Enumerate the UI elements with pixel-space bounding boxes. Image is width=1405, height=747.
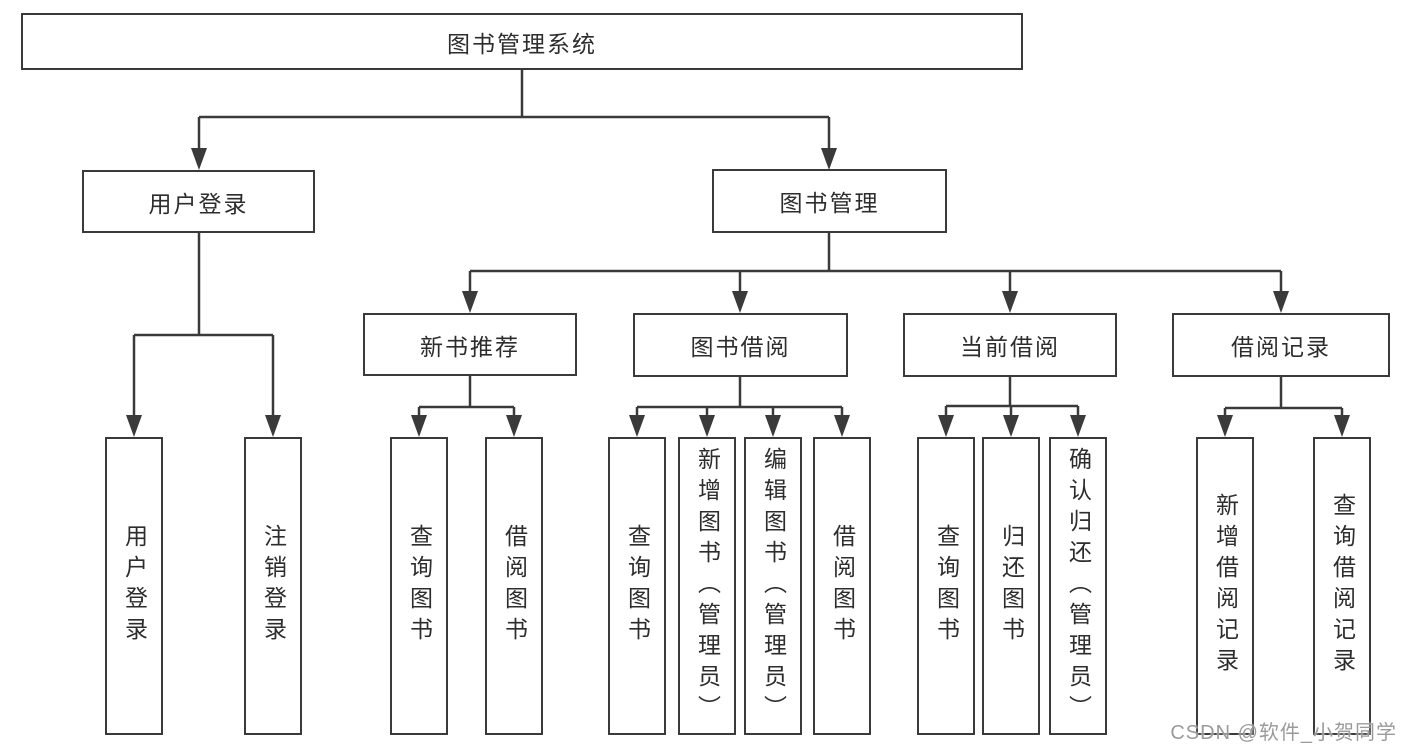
leaf-query-books-borrow: 查询图书 xyxy=(608,437,666,735)
leaf-confirm-return-admin: 确认归还（管理员） xyxy=(1049,437,1107,735)
arrowhead-icons xyxy=(126,148,1350,437)
leaf-borrow-books: 借阅图书 xyxy=(813,437,871,735)
leaf-query-books-recommend: 查询图书 xyxy=(390,437,448,735)
node-user-login: 用户登录 xyxy=(82,170,315,233)
leaf-edit-books-admin: 编辑图书（管理员） xyxy=(744,437,802,735)
leaf-logout: 注销登录 xyxy=(244,437,302,735)
leaf-query-borrow-record: 查询借阅记录 xyxy=(1313,437,1371,735)
node-new-book-recommend: 新书推荐 xyxy=(363,313,577,376)
node-root: 图书管理系统 xyxy=(21,13,1023,70)
leaf-query-books-current: 查询图书 xyxy=(917,437,975,735)
node-book-management: 图书管理 xyxy=(712,169,947,233)
leaf-user-login: 用户登录 xyxy=(105,437,163,735)
leaf-borrow-books-recommend: 借阅图书 xyxy=(485,437,543,735)
node-borrowing-records: 借阅记录 xyxy=(1172,313,1390,377)
leaf-add-borrow-record: 新增借阅记录 xyxy=(1196,437,1254,735)
node-current-borrowing: 当前借阅 xyxy=(903,313,1117,377)
watermark: CSDN @软件_小贺同学 xyxy=(1170,722,1397,744)
leaf-return-books: 归还图书 xyxy=(982,437,1040,735)
leaf-add-books-admin: 新增图书（管理员） xyxy=(678,437,736,735)
node-book-borrowing: 图书借阅 xyxy=(633,313,848,377)
